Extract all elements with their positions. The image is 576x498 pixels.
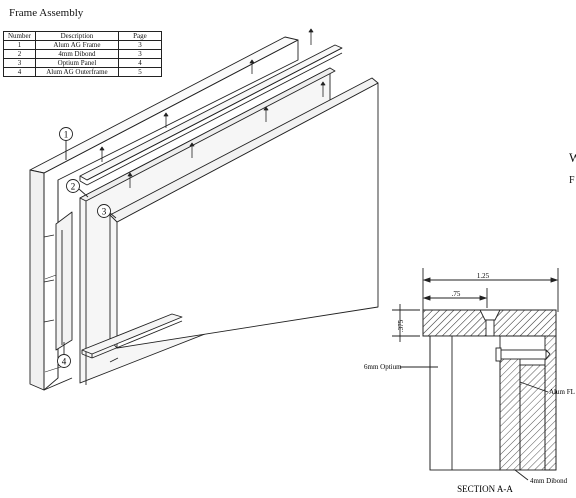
fastener-arrows [43, 28, 326, 363]
callout-4-label: 4 [62, 357, 67, 367]
callout-3-label: 3 [102, 207, 107, 217]
dibond-label: 4mm Dibond [530, 477, 568, 485]
alum-fl-label: Alum FL [549, 388, 575, 396]
callout-4 [57, 342, 71, 368]
dim-0375-label: .375 [397, 319, 405, 332]
parts-table: Number Description Page 1 Alum AG Frame … [3, 31, 162, 77]
dim-075-label: .75 [452, 290, 461, 298]
callout-1 [59, 127, 73, 160]
section-a-a-detail [392, 268, 559, 481]
optium-label: 6mm Optium [364, 363, 402, 371]
cropped-edge-text-w: W [569, 150, 576, 165]
bottom-rail-part [81, 313, 183, 359]
optium-panel-part [109, 77, 379, 349]
callout-2 [66, 179, 89, 198]
table-cell: 5 [117, 67, 162, 77]
callout-2-label: 2 [71, 182, 76, 192]
cropped-edge-text-f: F [569, 175, 575, 186]
section-caption: SECTION A-A [457, 484, 513, 494]
callout-1-label: 1 [64, 130, 69, 140]
table-row: 4 Alum AG Outerframe 5 [3, 67, 162, 77]
alum-outerframe-part [55, 211, 73, 351]
dim-1-25-label: 1.25 [477, 272, 490, 280]
page-title: Frame Assembly [9, 7, 84, 19]
top-channel-part [79, 44, 343, 186]
callout-3 [97, 204, 117, 219]
